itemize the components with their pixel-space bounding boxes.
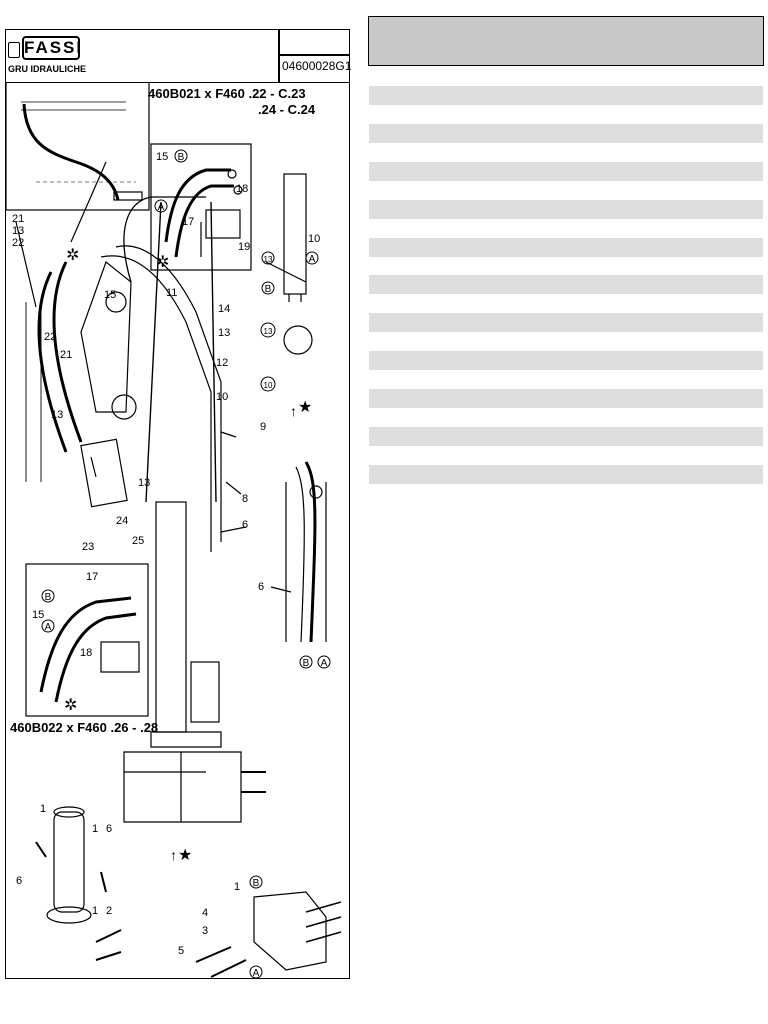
cylinder-detail	[283, 173, 307, 295]
callout-3: 3	[202, 925, 208, 937]
crane-column	[145, 201, 217, 503]
table-row	[369, 275, 763, 295]
port-b-top: B	[178, 152, 185, 163]
callout-15c: 15	[32, 609, 44, 621]
exploded-view: 21 13 22 15 17 18 19 10 11 14 13 12 10 9…	[6, 82, 349, 978]
arrow-up-icon: ↑	[290, 403, 297, 419]
callout-22b: 22	[44, 331, 56, 343]
star-icon: ★	[178, 847, 192, 864]
port-a-bottom: A	[45, 622, 52, 633]
port-a-top: A	[158, 202, 165, 213]
callout-17b: 17	[86, 571, 98, 583]
title-block: FASSI GRU IDRAULICHE 04600028G1	[6, 30, 352, 83]
logo-subtitle: GRU IDRAULICHE	[8, 64, 86, 74]
callout-1a: 1	[40, 803, 46, 815]
callout-22: 22	[12, 237, 24, 249]
parts-table-header	[368, 16, 764, 66]
callout-21: 21	[12, 213, 24, 225]
crane-base	[123, 751, 242, 823]
arrow-up-icon: ↑	[170, 847, 177, 863]
distributor-block	[253, 891, 327, 971]
callout-6d: 6	[16, 875, 22, 887]
port-a-distributor: A	[253, 968, 260, 978]
exploded-view-svg: 21 13 22 15 17 18 19 10 11 14 13 12 10 9…	[6, 82, 342, 978]
inset-variant-top	[150, 143, 252, 271]
inset-hose-route	[6, 82, 150, 211]
callout-10c: 10	[264, 381, 273, 390]
asterisk-icon: ✲	[66, 247, 79, 264]
callout-6b: 6	[258, 581, 264, 593]
title-block-rule	[278, 54, 350, 56]
callout-8: 8	[242, 493, 248, 505]
callout-19: 19	[238, 241, 250, 253]
callout-11: 11	[166, 287, 177, 299]
callout-6c: 6	[106, 823, 112, 835]
callout-6: 6	[242, 519, 248, 531]
callout-12: 12	[216, 357, 228, 369]
fassi-logo: FASSI GRU IDRAULICHE	[8, 34, 86, 78]
callout-17: 17	[182, 216, 194, 228]
table-row	[369, 464, 763, 484]
callout-15: 15	[156, 151, 168, 163]
star-icon: ★	[298, 399, 312, 416]
callout-25: 25	[132, 535, 144, 547]
port-b-distributor: B	[253, 878, 260, 889]
variant-top-heading-2: .24 - C.24	[258, 102, 316, 117]
callout-24: 24	[116, 515, 128, 527]
port-a-cyl: A	[309, 254, 316, 265]
logo-text: FASSI	[22, 36, 81, 60]
port-b-cyl: B	[265, 284, 272, 295]
table-row	[369, 86, 763, 105]
callout-1b: 1	[92, 823, 98, 835]
callout-10b: 10	[216, 391, 228, 403]
callout-10: 10	[308, 233, 320, 245]
variant-bottom-heading: 460B022 x F460 .26 - .28	[10, 720, 158, 735]
callout-2a: 2	[106, 905, 112, 917]
variant-top-heading: 460B021 x F460 .22 - C.23	[148, 86, 306, 101]
callout-13c: 13	[51, 409, 63, 421]
callout-18b: 18	[80, 647, 92, 659]
drawing-code: 04600028G1	[282, 59, 352, 73]
table-row	[369, 427, 763, 447]
inset-variant-bottom	[25, 563, 149, 717]
table-row	[369, 123, 763, 143]
table-row	[369, 389, 763, 409]
table-row	[369, 199, 763, 219]
rotary-joint	[53, 811, 85, 913]
port-b-swivel: B	[303, 658, 310, 669]
callout-14: 14	[218, 303, 230, 315]
callout-23: 23	[82, 541, 94, 553]
callout-1e: 1	[234, 881, 240, 893]
drawing-sheet: FASSI GRU IDRAULICHE 04600028G1	[5, 29, 352, 979]
callout-15b: 15	[104, 289, 116, 301]
parts-table	[369, 86, 763, 503]
callout-18: 18	[236, 183, 248, 195]
callout-5b: 5	[178, 945, 184, 957]
title-block-divider	[278, 30, 280, 82]
table-row	[369, 351, 763, 371]
callout-4: 4	[202, 907, 208, 919]
table-row	[369, 237, 763, 257]
callout-13b: 13	[218, 327, 230, 339]
callout-9: 9	[260, 421, 266, 433]
callout-13: 13	[12, 225, 24, 237]
callout-13f: 13	[264, 327, 273, 336]
asterisk-icon: ✲	[64, 697, 77, 714]
callout-1c: 1	[92, 905, 98, 917]
table-row	[369, 161, 763, 181]
callout-13d: 13	[138, 477, 150, 489]
table-row	[369, 313, 763, 333]
port-b-bottom: B	[45, 592, 52, 603]
asterisk-icon: ✲	[156, 254, 169, 271]
callout-13e: 13	[264, 255, 273, 264]
callout-21b: 21	[60, 349, 72, 361]
port-a-swivel: A	[321, 658, 328, 669]
logo-crane-icon	[8, 42, 20, 58]
